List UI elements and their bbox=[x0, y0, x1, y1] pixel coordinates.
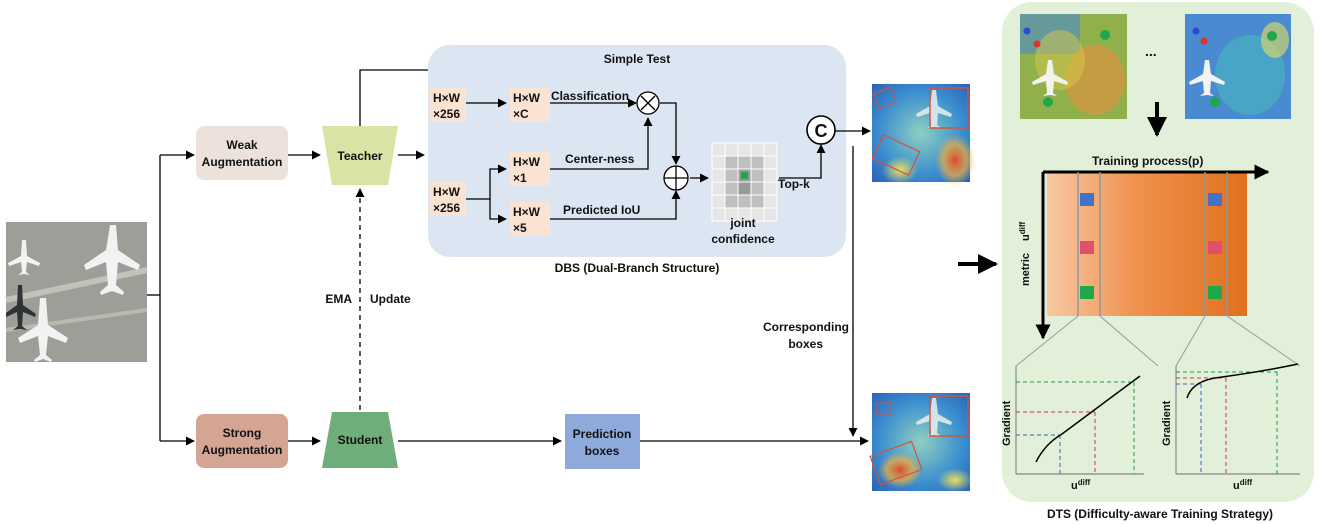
joint-grid-cell bbox=[763, 207, 778, 222]
joint-grid-cell bbox=[711, 168, 726, 183]
joint-grid-cell bbox=[724, 168, 739, 183]
concat-operator: C bbox=[806, 115, 836, 145]
joint-confidence-grid bbox=[711, 142, 778, 222]
gradient-plot-left: Gradient udiff bbox=[1001, 366, 1144, 492]
joint-grid-cell bbox=[737, 155, 752, 170]
ctr-box bbox=[510, 152, 550, 186]
joint-grid-cell bbox=[750, 168, 765, 183]
joint-grid-cell bbox=[750, 181, 765, 196]
feature-bottom-box bbox=[430, 182, 466, 216]
strong-aug-line1: Strong bbox=[223, 426, 262, 440]
cls-box bbox=[510, 88, 550, 122]
cls-l1: H×W bbox=[513, 91, 541, 105]
joint-grid-cell bbox=[737, 142, 752, 157]
teacher-heatmap-output bbox=[871, 84, 975, 186]
joint-grid-cell bbox=[711, 155, 726, 170]
joint-grid-center-marker bbox=[741, 172, 748, 179]
corresponding-label-1: Corresponding bbox=[763, 320, 849, 334]
centerness-label: Center-ness bbox=[565, 152, 635, 166]
student-heatmap-output bbox=[869, 393, 973, 492]
student-label: Student bbox=[338, 433, 383, 447]
input-branch-connectors bbox=[147, 150, 195, 446]
joint-grid-cell bbox=[750, 155, 765, 170]
ema-label: EMA bbox=[325, 292, 352, 306]
dbs-caption: DBS (Dual-Branch Structure) bbox=[555, 261, 720, 275]
dts-caption: DTS (Difficulty-aware Training Strategy) bbox=[1047, 507, 1273, 521]
joint-grid-cell bbox=[711, 194, 726, 209]
dts-heatmap-left bbox=[1020, 14, 1127, 119]
joint-grid-cell bbox=[750, 142, 765, 157]
feat-bot-l2: ×256 bbox=[433, 201, 460, 215]
joint-grid-cell bbox=[763, 181, 778, 196]
corresponding-label-2: boxes bbox=[788, 337, 823, 351]
dts-ellipsis: ... bbox=[1145, 43, 1157, 59]
feat-top-l1: H×W bbox=[433, 91, 461, 105]
prediction-boxes: Prediction boxes bbox=[565, 414, 640, 469]
svg-text:Gradient: Gradient bbox=[1001, 400, 1013, 446]
dbs-panel: Simple Test H×W ×256 H×W ×256 H×W ×C H×W… bbox=[428, 45, 871, 257]
weak-aug-line1: Weak bbox=[226, 138, 257, 152]
svg-text:boxes: boxes bbox=[585, 444, 620, 458]
joint-grid-cell bbox=[763, 142, 778, 157]
joint-grid-cell bbox=[724, 155, 739, 170]
joint-grid-cell bbox=[763, 155, 778, 170]
dts-panel: ... Training process(p) metric udiff bbox=[1001, 2, 1314, 502]
svg-text:Prediction: Prediction bbox=[573, 427, 632, 441]
input-aerial-image bbox=[5, 222, 148, 362]
topk-label: Top-k bbox=[778, 177, 810, 191]
student-model: Student bbox=[322, 412, 398, 468]
svg-text:C: C bbox=[815, 121, 828, 141]
add-operator bbox=[663, 165, 689, 191]
joint-grid-cell bbox=[750, 194, 765, 209]
joint-grid-cell bbox=[711, 142, 726, 157]
simple-test-label: Simple Test bbox=[604, 52, 670, 66]
joint-grid-cell bbox=[763, 168, 778, 183]
metric-u-label: udiff bbox=[1018, 221, 1032, 241]
cls-l2: ×C bbox=[513, 107, 529, 121]
joint-grid-cell bbox=[711, 207, 726, 222]
ctr-l2: ×1 bbox=[513, 171, 527, 185]
feature-top-box bbox=[430, 88, 466, 122]
joint-label-1: joint bbox=[729, 216, 755, 230]
feat-top-l2: ×256 bbox=[433, 107, 460, 121]
joint-grid-cell bbox=[724, 194, 739, 209]
weak-augmentation-box: Weak Augmentation bbox=[196, 126, 288, 180]
joint-grid-cell bbox=[711, 181, 726, 196]
classification-label: Classification bbox=[551, 89, 629, 103]
joint-label-2: confidence bbox=[711, 232, 775, 246]
joint-grid-cell bbox=[724, 142, 739, 157]
predicted-iou-label: Predicted IoU bbox=[563, 203, 640, 217]
feat-bot-l1: H×W bbox=[433, 185, 461, 199]
teacher-model: Teacher bbox=[322, 126, 398, 185]
strong-augmentation-box: Strong Augmentation bbox=[196, 414, 288, 468]
joint-grid-cell bbox=[737, 194, 752, 209]
svg-text:Gradient: Gradient bbox=[1161, 400, 1173, 446]
metric-label: metric bbox=[1020, 253, 1032, 286]
joint-grid-cell bbox=[724, 181, 739, 196]
iou-l1: H×W bbox=[513, 205, 541, 219]
training-process-label: Training process(p) bbox=[1092, 154, 1203, 168]
joint-grid-cell bbox=[763, 194, 778, 209]
ctr-l1: H×W bbox=[513, 155, 541, 169]
gradient-plot-right: Gradient udiff bbox=[1161, 363, 1300, 492]
strong-aug-line2: Augmentation bbox=[202, 443, 283, 457]
u-diff-left: udiff bbox=[1071, 478, 1091, 492]
multiply-operator bbox=[636, 91, 660, 115]
iou-l2: ×5 bbox=[513, 221, 527, 235]
weak-aug-line2: Augmentation bbox=[202, 155, 283, 169]
iou-box bbox=[510, 202, 550, 236]
update-label: Update bbox=[370, 292, 411, 306]
dts-heatmap-right bbox=[1185, 14, 1291, 119]
u-diff-right: udiff bbox=[1233, 478, 1253, 492]
joint-grid-cell bbox=[737, 181, 752, 196]
teacher-label: Teacher bbox=[337, 149, 382, 163]
